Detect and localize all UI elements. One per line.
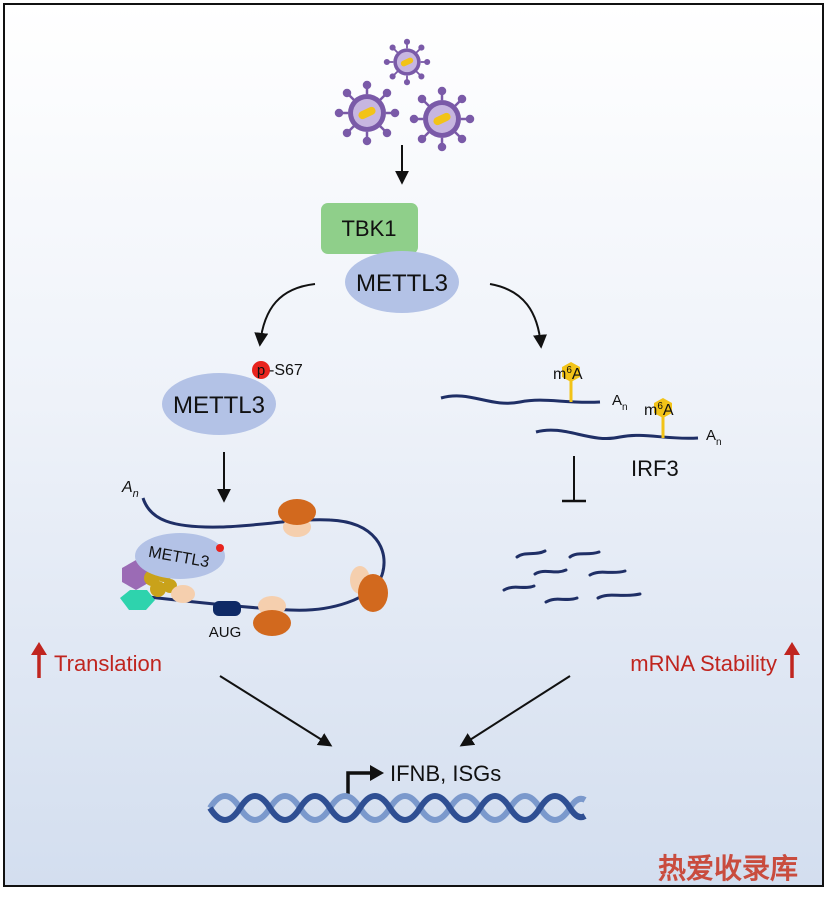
diagram-frame	[3, 3, 824, 887]
ifnb-isgs-label: IFNB, ISGs	[390, 761, 501, 786]
mrna-stability-label: mRNA Stability	[630, 651, 777, 676]
mettl3-phospho-ellipse	[162, 373, 276, 435]
mettl3-ribosome-ellipse	[135, 533, 225, 579]
mettl3-top-ellipse	[345, 251, 459, 313]
right-branch-arrow	[489, 283, 547, 349]
tbk1-box	[321, 203, 418, 254]
ribosome-large-subunit	[358, 574, 388, 612]
translation-label: Translation	[54, 651, 162, 676]
initiation-factor-peach	[171, 585, 195, 603]
m6a-hexagon	[562, 362, 580, 382]
left-branch-arrow	[254, 283, 316, 347]
transcription-start-arrow	[346, 771, 372, 795]
an-left-label: An	[121, 479, 139, 500]
stability-up-arrow-icon	[784, 642, 800, 678]
circular-mrna	[139, 497, 386, 612]
stability-to-ifnb-arrow	[459, 675, 571, 747]
phospho-p-label: p	[257, 362, 265, 379]
tbk1-label: TBK1	[341, 216, 396, 241]
aug-label: AUG	[209, 624, 242, 641]
m6a-label: m6A	[644, 401, 674, 419]
translation-complex: An METTL3 AUG	[120, 479, 388, 641]
transcription-arrowhead	[370, 765, 384, 781]
mrna-strand	[535, 428, 699, 440]
mettl3-left-label: METTL3	[173, 392, 265, 419]
phospho-dot	[252, 361, 270, 379]
watermark: 热爱收录库	[658, 853, 798, 884]
dna-helix	[207, 793, 587, 823]
ribosome-large-subunit	[278, 499, 316, 525]
degraded-mrna-fragments	[502, 549, 642, 604]
cap-binding-factor	[120, 590, 155, 610]
s67-label: -S67	[269, 362, 303, 379]
virus-icon	[334, 80, 400, 146]
virus-icon	[409, 86, 475, 152]
translation-to-ifnb-arrow	[219, 675, 333, 747]
ribosome-large-subunit	[253, 610, 291, 636]
m6a-label: m6A	[553, 365, 583, 383]
virus-icon	[383, 38, 431, 86]
an-right-label: An	[612, 392, 628, 413]
translation-up-arrow-icon	[31, 642, 47, 678]
an-right-label: An	[706, 427, 722, 448]
phospho-dot-small	[216, 544, 224, 552]
irf3-mrna-group: m6A An m6A An IRF3	[440, 362, 722, 481]
irf3-label: IRF3	[631, 456, 679, 481]
m6a-hexagon	[654, 398, 672, 418]
aug-codon-box	[213, 601, 241, 616]
mettl3-top-label: METTL3	[356, 270, 448, 297]
